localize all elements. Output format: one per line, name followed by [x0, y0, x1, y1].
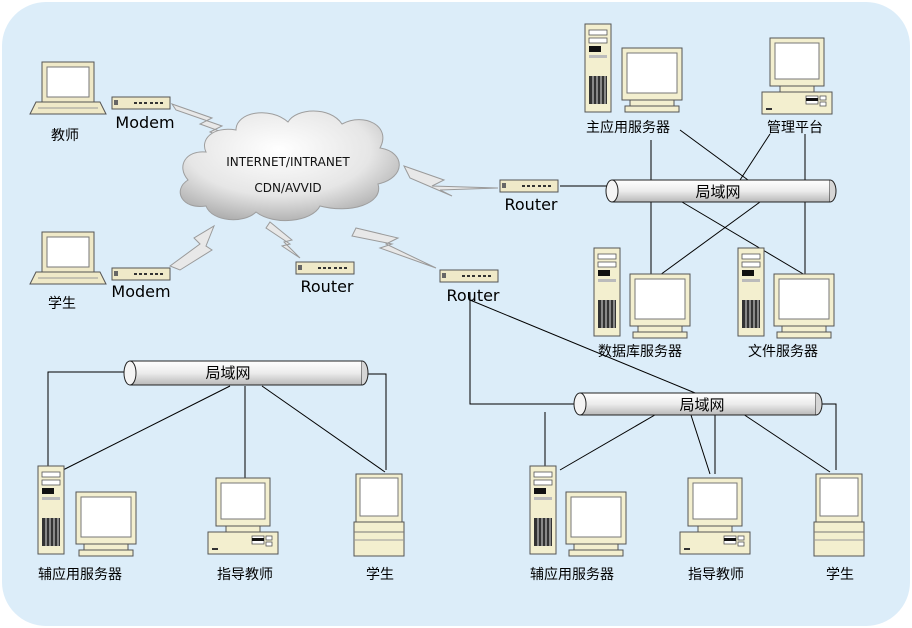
router-middle-label: Router: [300, 277, 353, 296]
db-server-label: 数据库服务器: [598, 344, 682, 360]
router-middle: Router: [295, 261, 355, 296]
internet-cloud: INTERNET/INTRANET CDN/AVVID: [179, 110, 400, 222]
management-platform: 管理平台: [761, 37, 833, 136]
connection-lines: [47, 129, 837, 478]
lan-top-label: 局域网: [695, 183, 740, 201]
student-laptop: 学生: [29, 231, 107, 312]
router-top-label: Router: [504, 195, 557, 214]
router-top: Router: [499, 179, 559, 214]
aux-server-left: 辅应用服务器: [37, 465, 137, 583]
guide-teacher-left-label: 指导教师: [217, 567, 273, 583]
student-right-client: 学生: [813, 473, 865, 583]
modem-teacher: Modem: [111, 96, 175, 132]
student-right-label: 学生: [826, 567, 854, 583]
student-left-label: 学生: [366, 567, 394, 583]
aux-server-right: 辅应用服务器: [529, 465, 627, 583]
lan-pipe-left: 局域网: [123, 360, 369, 386]
modem-teacher-label: Modem: [115, 113, 174, 132]
guide-teacher-left: 指导教师: [207, 477, 279, 583]
main-app-server: 主应用服务器: [584, 23, 683, 136]
router-lower-label: Router: [446, 286, 499, 305]
lan-pipe-top: 局域网: [605, 179, 837, 203]
router-lower: Router: [439, 269, 500, 305]
student-remote-label: 学生: [48, 296, 76, 312]
cloud-label-internet: INTERNET/INTRANET: [226, 155, 350, 169]
student-left-client: 学生: [353, 473, 405, 583]
lan-left-label: 局域网: [205, 364, 250, 382]
teacher-label: 教师: [51, 128, 79, 144]
mgmt-platform-label: 管理平台: [767, 120, 823, 136]
file-server-label: 文件服务器: [748, 344, 818, 360]
guide-teacher-right-label: 指导教师: [688, 567, 744, 583]
file-server: 文件服务器: [737, 247, 835, 360]
modem-student: Modem: [111, 267, 171, 301]
teacher-laptop: 教师: [29, 61, 107, 144]
lan-right-label: 局域网: [679, 396, 724, 414]
lan-pipe-right: 局域网: [573, 392, 823, 416]
aux-server-left-label: 辅应用服务器: [38, 566, 122, 583]
main-server-label: 主应用服务器: [586, 119, 670, 136]
database-server: 数据库服务器: [593, 247, 691, 360]
modem-student-label: Modem: [111, 282, 170, 301]
guide-teacher-right: 指导教师: [679, 477, 751, 583]
cloud-label-cdn: CDN/AVVID: [254, 181, 321, 195]
aux-server-right-label: 辅应用服务器: [530, 566, 614, 583]
